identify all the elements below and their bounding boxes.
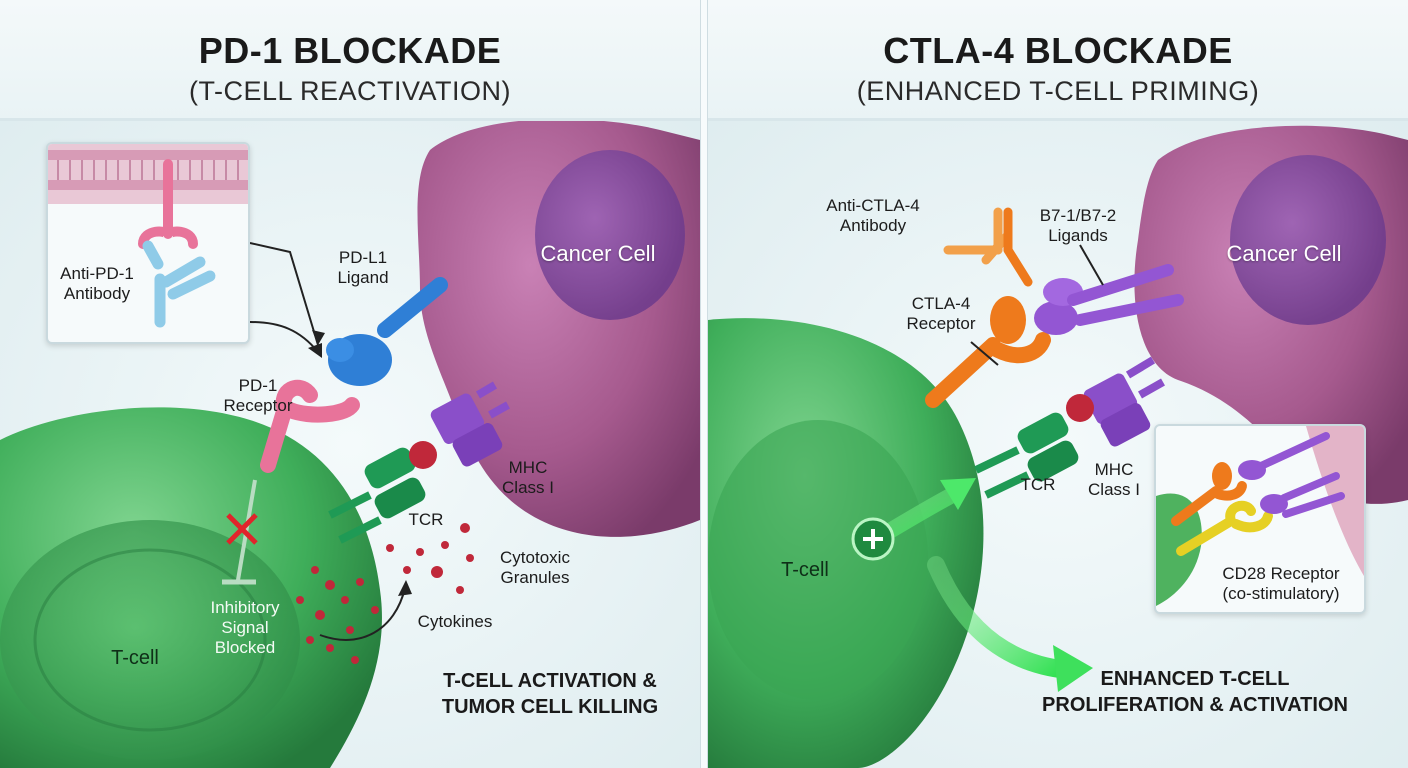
pd1-outcome: T-CELL ACTIVATION & TUMOR CELL KILLING [420, 668, 680, 720]
granules-label-line1: Cytotoxic [500, 548, 570, 567]
pd1-subtitle: (T-CELL REACTIVATION) [188, 76, 512, 106]
pdl1-ligand [326, 277, 448, 386]
pdl1-label: PD-L1 Ligand [318, 248, 408, 288]
pd1-receptor-label: PD-1 Receptor [208, 376, 308, 416]
mhc-class-i [430, 381, 510, 467]
b7-label-line2: Ligands [1048, 226, 1108, 245]
pd1-receptor [260, 379, 360, 473]
ctla4-header: CTLA-4 BLOCKADE (ENHANCED T-CELL PRIMING… [708, 0, 1408, 121]
inhibitory-label-line3: Blocked [214, 638, 276, 657]
pd1-blockade-panel: PD-1 BLOCKADE (T-CELL REACTIVATION) [0, 0, 700, 768]
antigen-peptide [409, 441, 437, 469]
ctla4-scene [708, 121, 1408, 768]
anti-pd1-label-line2: Antibody [63, 284, 131, 303]
mhc-label-line1: MHC [508, 458, 548, 477]
ctla4-receptor-label: CTLA-4 Receptor [896, 294, 986, 334]
cd28-illustration [1156, 426, 1364, 606]
blocked-x-icon [226, 513, 258, 545]
t-cell-right [708, 318, 984, 768]
cytokines-label: Cytokines [417, 612, 493, 631]
anti-pd1-inset: Anti-PD-1 Antibody [46, 142, 250, 344]
pd1-scene [0, 121, 700, 768]
ctla4-inset-icon [1171, 462, 1247, 526]
granules-label-line2: Granules [500, 568, 570, 587]
b7-label-line1: B7-1/B7-2 [1039, 206, 1117, 225]
inhibitory-signal [222, 479, 258, 585]
antigen-peptide-right [1066, 394, 1094, 422]
panel-divider [700, 0, 708, 768]
pd1-outcome-line1: T-CELL ACTIVATION & [443, 670, 657, 692]
inhibitory-label-line1: Inhibitory [210, 598, 280, 617]
tcr-label-right: TCR [1020, 475, 1056, 494]
ligand-pointer [1079, 244, 1104, 286]
pdl1-label-line2: Ligand [337, 268, 389, 287]
cancer-cell-label-right: Cancer Cell [1226, 241, 1342, 266]
plus-icon [851, 517, 895, 561]
ctla4-receptor-label-line1: CTLA-4 [911, 294, 971, 313]
mhc-label: MHC Class I [478, 458, 578, 498]
inhibitory-label-line2: Signal [221, 618, 269, 637]
cd28-label-line2: (co-stimulatory) [1222, 584, 1340, 603]
tcr-right [974, 412, 1079, 499]
cd28-label: CD28 Receptor (co-stimulatory) [1206, 564, 1356, 604]
pd1-header: PD-1 BLOCKADE (T-CELL REACTIVATION) [0, 0, 700, 121]
ctla4-receptor-label-line2: Receptor [906, 314, 976, 333]
pd1-receptor-inset [138, 159, 198, 249]
mhc-label-right-line2: Class I [1088, 480, 1140, 499]
granules [296, 523, 474, 664]
anti-ctla4-label-line1: Anti-CTLA-4 [826, 196, 920, 215]
mhc-label-line2: Class I [502, 478, 554, 497]
tcr [328, 447, 426, 544]
b7-label: B7-1/B7-2 Ligands [1023, 206, 1133, 246]
cd28-receptor-icon [1176, 500, 1273, 556]
membrane-illustration [48, 144, 248, 328]
b7-ligands [1034, 264, 1184, 335]
tcell-label: T-cell [111, 647, 159, 669]
ctla4-blockade-panel: CTLA-4 BLOCKADE (ENHANCED T-CELL PRIMING… [708, 0, 1408, 768]
ctla4-receptor [925, 296, 1051, 408]
anti-pd1-label: Anti-PD-1 Antibody [52, 264, 142, 304]
pointer-arrow [249, 242, 319, 346]
pd1-receptor-label-line2: Receptor [223, 396, 293, 415]
tcell-label-right: T-cell [781, 559, 829, 581]
granules-label: Cytotoxic Granules [485, 548, 585, 588]
anti-pd1-label-line1: Anti-PD-1 [60, 264, 134, 283]
cytokine-arrow [319, 587, 406, 641]
pd1-receptor-label-line1: PD-1 [238, 376, 278, 395]
cancer-cell-label: Cancer Cell [540, 241, 656, 266]
pdl1-label-line1: PD-L1 [338, 248, 388, 267]
pd1-title: PD-1 BLOCKADE [198, 30, 502, 71]
cd28-inset: CD28 Receptor (co-stimulatory) [1154, 424, 1366, 614]
cd28-label-line1: CD28 Receptor [1222, 564, 1340, 583]
mhc-label-right: MHC Class I [1074, 460, 1154, 500]
cancer-nucleus [535, 150, 685, 320]
pd1-outcome-line2: TUMOR CELL KILLING [441, 696, 659, 718]
anti-pd1-antibody-icon [142, 240, 216, 328]
ctla4-outcome: ENHANCED T-CELL PROLIFERATION & ACTIVATI… [1030, 666, 1360, 718]
receptor-pointer [970, 341, 999, 366]
mhc-right [1083, 356, 1165, 447]
anti-ctla4-antibody [943, 207, 1033, 287]
b7-inset-icon [1238, 432, 1345, 518]
ctla4-outcome-line2: PROLIFERATION & ACTIVATION [1042, 694, 1348, 716]
tcr-label: TCR [408, 510, 444, 529]
anti-ctla4-label-line2: Antibody [839, 216, 907, 235]
ctla4-title: CTLA-4 BLOCKADE [883, 30, 1233, 71]
anti-ctla4-label: Anti-CTLA-4 Antibody [813, 196, 933, 236]
ctla4-outcome-line1: ENHANCED T-CELL [1100, 668, 1290, 690]
inhibitory-label: Inhibitory Signal Blocked [190, 598, 300, 658]
cancer-cell-right [1134, 125, 1408, 504]
ctla4-subtitle: (ENHANCED T-CELL PRIMING) [856, 76, 1260, 106]
mhc-label-right-line1: MHC [1094, 460, 1134, 479]
